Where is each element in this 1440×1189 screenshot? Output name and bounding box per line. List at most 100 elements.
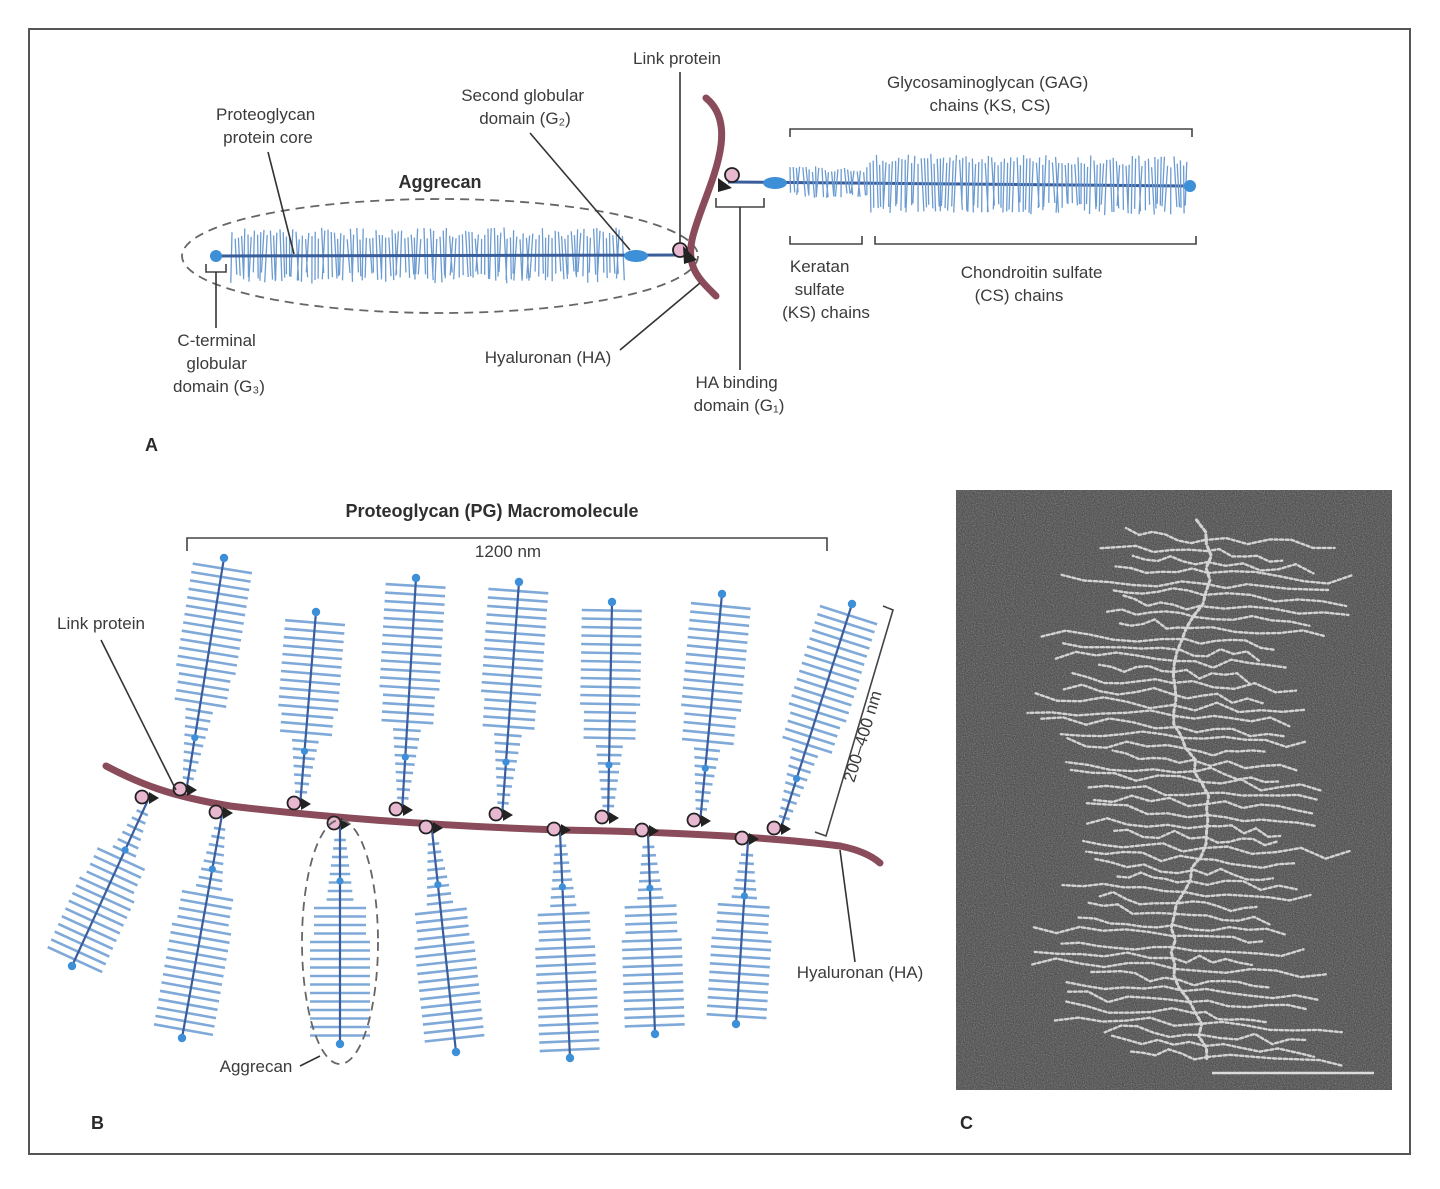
g2-domain-dot — [740, 892, 749, 900]
ha-binding-label: HA binding domain (G₁) — [694, 373, 785, 415]
hyaluronan-strand-a — [687, 94, 726, 300]
aggrecan-outline-b — [301, 819, 379, 1065]
ha-binding-domain-b — [403, 804, 413, 816]
pg-core-leader — [267, 151, 295, 255]
micrograph-side-chain — [1178, 900, 1258, 913]
micrograph-side-chain — [1118, 618, 1192, 630]
micrograph-side-chain — [1196, 1020, 1343, 1034]
micrograph-side-chain — [1175, 658, 1287, 669]
micrograph-side-chain — [1060, 941, 1174, 951]
panel-b: Proteoglycan (PG) Macromolecule 1200 nm … — [47, 501, 924, 1133]
micrograph-side-chain — [1062, 683, 1174, 696]
micrograph-side-chain — [1205, 800, 1316, 815]
micrograph-side-chain — [1063, 980, 1185, 993]
link-protein-b — [634, 822, 650, 838]
micrograph-side-chain — [1193, 867, 1275, 882]
link-protein-b — [286, 795, 302, 811]
micrograph-side-chain — [1124, 526, 1206, 545]
micrograph-side-chain — [1069, 671, 1174, 685]
g2-domain-right — [763, 177, 787, 189]
panel-b-label: B — [91, 1113, 104, 1133]
aggrecan-core — [606, 601, 614, 821]
c-terminal-globular-domain — [210, 250, 222, 262]
micrograph-side-chain — [1188, 879, 1298, 892]
aggrecan-unit — [706, 840, 772, 1029]
ha-binding-domain-b — [223, 807, 233, 819]
g2-domain-dot — [646, 884, 654, 892]
g2-domain-dot — [605, 761, 613, 769]
hyaluronan-leader-a — [619, 282, 701, 351]
g3-domain-dot — [607, 597, 617, 607]
aggrecan-core — [430, 829, 458, 1053]
micrograph-side-chain — [1099, 544, 1208, 554]
link-protein-b — [134, 789, 150, 805]
micrograph-side-chain — [1174, 967, 1327, 979]
micrograph-side-chain — [1064, 1000, 1195, 1015]
micrograph-side-chain — [1103, 1024, 1204, 1039]
g3-domain-right — [1184, 180, 1196, 192]
aggrecan-unit — [174, 553, 253, 793]
micrograph-side-chain — [1065, 760, 1199, 774]
second-globular-leader — [529, 132, 631, 251]
panel-c-label: C — [960, 1113, 973, 1133]
link-protein-label-b: Link protein — [57, 614, 145, 633]
micrograph-side-chain — [1182, 987, 1319, 1001]
micrograph-side-chain — [1082, 839, 1204, 853]
aggrecan-unit — [379, 573, 446, 813]
hyaluronan-label-a: Hyaluronan (HA) — [485, 348, 612, 367]
ha-binding-domain-b — [649, 825, 659, 837]
micrograph-side-chain — [1201, 845, 1352, 860]
link-protein-b — [326, 815, 342, 831]
micrograph-side-chain — [1097, 663, 1176, 674]
micrograph-side-chain — [1085, 802, 1210, 819]
micrograph-side-chain — [1172, 954, 1253, 967]
micrograph-side-chain — [1033, 950, 1175, 960]
link-protein-label-a: Link protein — [633, 49, 721, 68]
link-protein-leader-b — [100, 639, 177, 791]
g2-domain-dot — [300, 747, 309, 755]
ha-binding-domain-b — [503, 809, 513, 821]
g2-domain-dot — [336, 877, 344, 885]
micrograph-side-chain — [1187, 999, 1309, 1011]
chondroitin-label: Chondroitin sulfate (CS) chains — [961, 263, 1108, 305]
g3-domain-dot — [219, 553, 229, 563]
micrograph-side-chain — [1062, 642, 1182, 652]
micrograph-side-chain — [1064, 736, 1189, 751]
aggrecan-core — [734, 840, 750, 1025]
g3-domain-dot — [650, 1029, 660, 1039]
micrograph-side-chain — [1031, 957, 1177, 971]
micrograph-side-chain — [1061, 882, 1186, 894]
micrograph-side-chain — [1205, 547, 1284, 563]
gag-bracket — [789, 128, 1193, 137]
aggrecan-core — [298, 611, 318, 807]
link-proteins-b — [134, 781, 791, 846]
micrograph-side-chain — [1040, 629, 1187, 643]
micrograph-side-chain — [1179, 647, 1262, 663]
micrograph-side-chain — [1174, 714, 1291, 728]
aggrecan-core — [400, 577, 418, 813]
micrograph-side-chain — [1203, 791, 1318, 801]
micrograph-side-chain — [1200, 778, 1322, 792]
micrograph-side-chain — [1203, 536, 1336, 550]
micrograph-side-chain — [1206, 569, 1354, 585]
g3-domain-dot — [731, 1019, 741, 1029]
g3-domain-dot — [847, 599, 857, 609]
keratan-bracket — [789, 236, 863, 245]
micrograph-side-chain — [1206, 560, 1315, 575]
micrograph-side-chain — [1086, 817, 1209, 830]
aggrecan-label-a: Aggrecan — [398, 172, 481, 192]
link-protein-b — [686, 812, 702, 828]
hyaluronan-label-b: Hyaluronan (HA) — [797, 963, 924, 982]
aggrecan-units — [47, 553, 878, 1063]
second-globular-domain — [624, 250, 648, 262]
g3-domain-dot — [514, 577, 524, 587]
ha-binding-domain-b — [433, 822, 443, 834]
micrograph-side-chain — [1093, 794, 1209, 808]
micrograph-side-chain — [1206, 824, 1282, 839]
aggrecan-core — [698, 593, 724, 824]
micrograph-side-chain — [1115, 871, 1191, 884]
ha-binding-domain-b — [609, 812, 619, 824]
micrograph-side-chain — [1204, 582, 1330, 592]
g3-domain-dot — [67, 961, 77, 971]
